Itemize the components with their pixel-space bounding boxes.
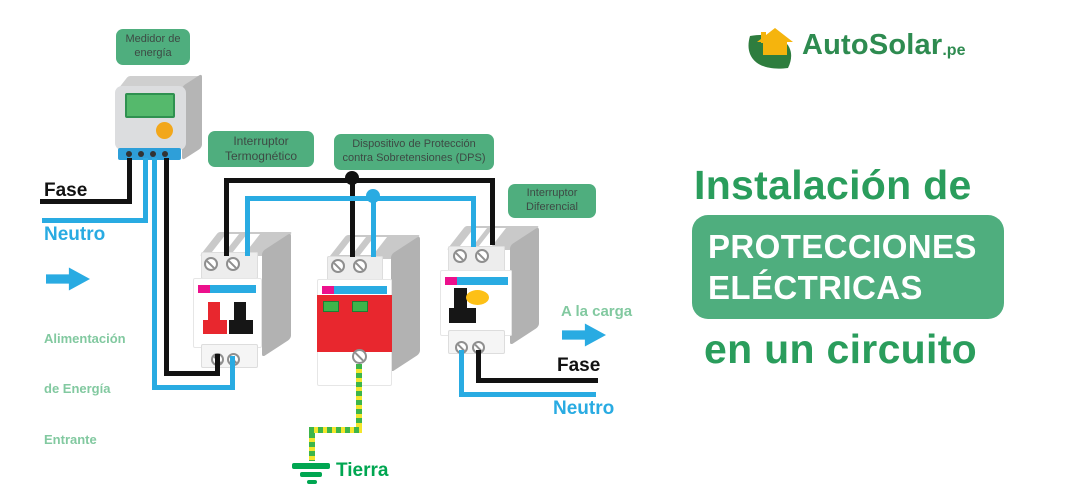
neutro-out-segment — [459, 392, 596, 397]
meter-terminal-dot — [150, 151, 156, 157]
breaker-red-toggle-base — [203, 320, 227, 334]
badge-diferencial-line2: Diferencial — [526, 201, 578, 213]
badge-medidor-line1: Medidor de — [125, 33, 181, 46]
earth-wire-segment — [309, 433, 315, 461]
output-neutro-label: Neutro — [553, 398, 615, 419]
meter-terminal-dot — [162, 151, 168, 157]
blue-stripe — [457, 277, 508, 285]
blue-stripe — [334, 286, 387, 294]
terminal-screw — [331, 259, 345, 273]
brand-name: AutoSolar — [802, 29, 943, 61]
leaf-house-icon — [748, 28, 793, 69]
neutro-bus-segment — [245, 198, 250, 256]
surge-protection-device — [317, 231, 425, 391]
fase-bus-segment — [490, 183, 495, 245]
differential-toggle — [454, 288, 467, 312]
dps-indicator-window — [352, 301, 368, 312]
to-load-label: A la carga — [561, 303, 633, 320]
fase-bus-segment — [224, 178, 229, 256]
breaker-black-toggle-base — [229, 320, 253, 334]
dps-side-face — [391, 235, 420, 373]
badge-termomagnetico: Interruptor Termognético — [208, 131, 314, 167]
neutro-wire-segment — [143, 158, 148, 223]
input-neutro-label: Neutro — [44, 224, 106, 245]
badge-dps: Dispositivo de Protección contra Sobrete… — [334, 134, 494, 170]
to-load-arrow-icon — [562, 323, 606, 347]
meter-terminal-dot — [126, 151, 132, 157]
house-icon — [757, 28, 793, 55]
brand-tld: .pe — [942, 42, 966, 59]
magenta-stripe — [198, 285, 210, 293]
earth-wire-segment — [356, 364, 362, 432]
breaker-black-toggle — [234, 302, 246, 324]
ground-symbol — [292, 463, 330, 469]
terminal-screw — [226, 257, 240, 271]
dps-indicator-window — [323, 301, 339, 312]
neutro-junction-dot — [366, 189, 380, 203]
neutro-bus-segment — [245, 196, 476, 201]
input-fase-label: Fase — [44, 180, 88, 201]
incoming-arrow-icon — [46, 267, 90, 291]
fase-out-segment — [476, 350, 481, 383]
badge-diferencial-line1: Interruptor — [526, 187, 578, 200]
energy-meter — [112, 73, 212, 172]
badge-medidor-line2: energía — [134, 47, 172, 59]
meter-terminal-dot — [138, 151, 144, 157]
headline-line2: en un circuito — [704, 326, 978, 372]
headline-highlight-box: PROTECCIONES ELÉCTRICAS — [692, 215, 1004, 319]
fase-bus-segment — [224, 178, 495, 183]
fase-out-segment — [476, 378, 598, 383]
neutro-bus-segment — [471, 201, 476, 247]
fase-wire-segment — [215, 354, 220, 376]
headline-box-line1: PROTECCIONES — [708, 228, 977, 265]
neutro-wire-segment — [152, 385, 235, 390]
neutro-wire-segment — [42, 218, 148, 223]
neutro-out-segment — [459, 350, 464, 397]
terminal-screw — [453, 249, 467, 263]
terminal-screw — [475, 249, 489, 263]
ground-symbol — [307, 480, 317, 484]
earth-wire-segment — [309, 427, 362, 433]
differential-toggle-base — [449, 308, 476, 323]
magenta-stripe — [445, 277, 457, 285]
neutro-wire-segment — [152, 158, 157, 390]
ground-terminal-screw — [352, 349, 367, 364]
incoming-energy-line3: Entrante — [44, 432, 97, 448]
differential-breaker — [440, 224, 542, 357]
terminal-screw — [204, 257, 218, 271]
badge-termomagnetico-line1: Interruptor — [233, 134, 289, 148]
fase-junction-dot — [345, 171, 359, 185]
incoming-energy-line2: de Energía — [44, 381, 111, 397]
breaker-red-toggle — [208, 302, 220, 324]
neutro-bus-segment — [371, 201, 376, 257]
fase-wire-segment — [164, 158, 169, 376]
fase-wire-segment — [127, 158, 132, 204]
incoming-energy-line1: Alimentación — [44, 330, 126, 346]
magenta-stripe — [322, 286, 334, 294]
brand-logo: AutoSolar .pe — [744, 22, 965, 80]
meter-button — [156, 122, 173, 139]
headline-line1: Instalación de — [694, 162, 972, 208]
thermal-breaker — [193, 228, 298, 370]
output-fase-label: Fase — [557, 355, 601, 376]
test-button — [466, 290, 489, 305]
badge-diferencial: Interruptor Diferencial — [508, 184, 596, 218]
badge-termomagnetico-line2: Termognético — [224, 149, 298, 163]
headline-box-line2: ELÉCTRICAS — [708, 269, 923, 306]
differential-side-face — [510, 226, 539, 346]
blue-stripe — [210, 285, 256, 293]
badge-dps-line2: contra Sobretensiones (DPS) — [342, 152, 486, 164]
ground-symbol — [300, 472, 322, 477]
meter-display — [125, 93, 175, 118]
neutro-wire-segment — [230, 356, 235, 390]
incoming-energy-label: Alimentación de Energía Entrante — [44, 297, 126, 483]
fase-wire-segment — [40, 199, 132, 204]
terminal-screw — [353, 259, 367, 273]
badge-medidor: Medidor de energía — [116, 29, 190, 65]
breaker-side-face — [262, 232, 291, 358]
badge-dps-line1: Dispositivo de Protección — [352, 138, 476, 151]
fase-bus-segment — [350, 183, 355, 257]
fase-wire-segment — [164, 371, 220, 376]
tierra-label: Tierra — [336, 460, 389, 481]
